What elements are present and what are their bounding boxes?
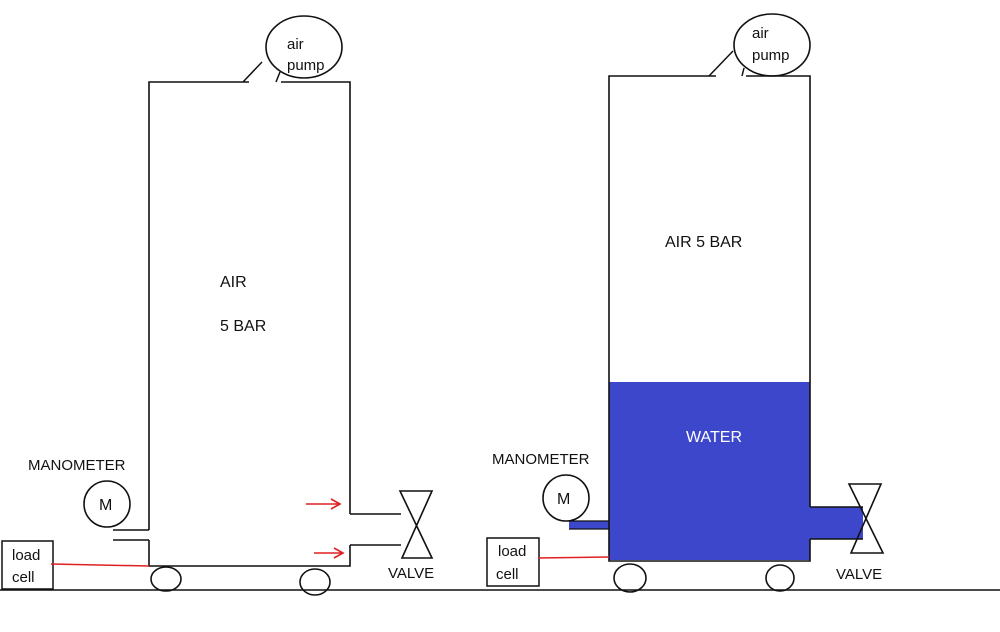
right-manometer-pipe [569, 520, 609, 530]
right-air-label: AIR 5 BAR [665, 234, 742, 251]
left-outlet-pipe [350, 513, 401, 546]
right-load-cell-label-line1: load [498, 543, 526, 560]
right-air-pump-icon [733, 13, 811, 77]
right-manometer-gauge-icon [542, 474, 590, 522]
right-outlet-water-fill [810, 507, 863, 539]
left-manometer-symbol: M [99, 497, 112, 514]
left-air-pump-label-line1: air [287, 36, 304, 53]
right-tank-assembly: air pump AIR 5 BAR WATER MANOMETER M VAL… [486, 13, 885, 593]
left-valve-label: VALVE [388, 565, 434, 582]
left-flow-arrow-upper [306, 498, 342, 510]
left-air-label: AIR [220, 274, 247, 291]
left-tank-outline [148, 81, 351, 567]
right-manometer-water-fill [569, 521, 609, 529]
right-valve-icon [847, 483, 885, 554]
right-tank-water-fill [609, 382, 810, 560]
right-air-pump-label-line2: pump [752, 47, 790, 64]
right-load-cell-box [486, 537, 540, 587]
right-valve-label: VALVE [836, 566, 882, 583]
left-pressure-label: 5 BAR [220, 318, 266, 335]
left-load-cell-label-line1: load [12, 547, 40, 564]
right-load-cell-wire [537, 556, 610, 559]
left-air-pump-label-line2: pump [287, 57, 325, 74]
right-pump-connector [708, 50, 745, 77]
left-air-pump-icon [265, 15, 343, 79]
left-wheel-rear [299, 568, 331, 596]
left-tank-assembly: air pump AIR 5 BAR MANOMETER M VALVE loa… [1, 15, 434, 596]
left-load-cell-label-line2: cell [12, 569, 35, 586]
right-manometer-symbol: M [557, 491, 570, 508]
left-flow-arrow-lower [314, 547, 345, 559]
left-valve-icon [398, 490, 434, 559]
left-manometer-pipe [113, 529, 149, 541]
right-outlet-pipe [810, 506, 863, 540]
left-manometer-gauge-icon [83, 480, 131, 528]
left-pump-connector [242, 61, 281, 83]
right-manometer-title: MANOMETER [492, 451, 590, 468]
left-wheel-front [150, 566, 182, 592]
left-manometer-title: MANOMETER [28, 457, 126, 474]
right-air-pump-label-line1: air [752, 25, 769, 42]
left-load-cell-wire [50, 563, 150, 567]
right-load-cell-label-line2: cell [496, 566, 519, 583]
right-wheel-rear [765, 564, 795, 592]
right-water-label: WATER [686, 429, 742, 446]
right-wheel-front [613, 563, 647, 593]
left-load-cell-box [1, 540, 54, 590]
